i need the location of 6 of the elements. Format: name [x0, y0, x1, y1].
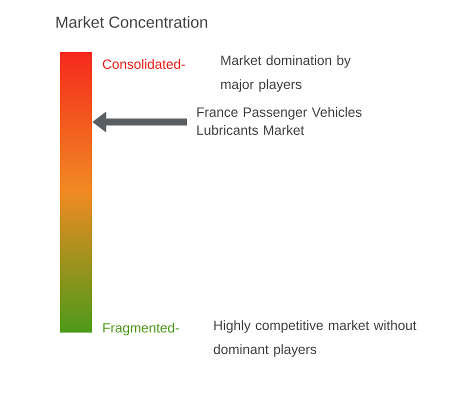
title: Market Concentration: [56, 16, 208, 28]
description-text: Market domination by major players: [221, 55, 351, 92]
callout-text: France Passenger Vehicles Lubricants Market: [197, 107, 362, 135]
gradient-bar: [60, 52, 92, 333]
scale-label: Fragmented-: [103, 322, 179, 336]
description-text: Highly competitive market without dominant players: [214, 320, 416, 357]
